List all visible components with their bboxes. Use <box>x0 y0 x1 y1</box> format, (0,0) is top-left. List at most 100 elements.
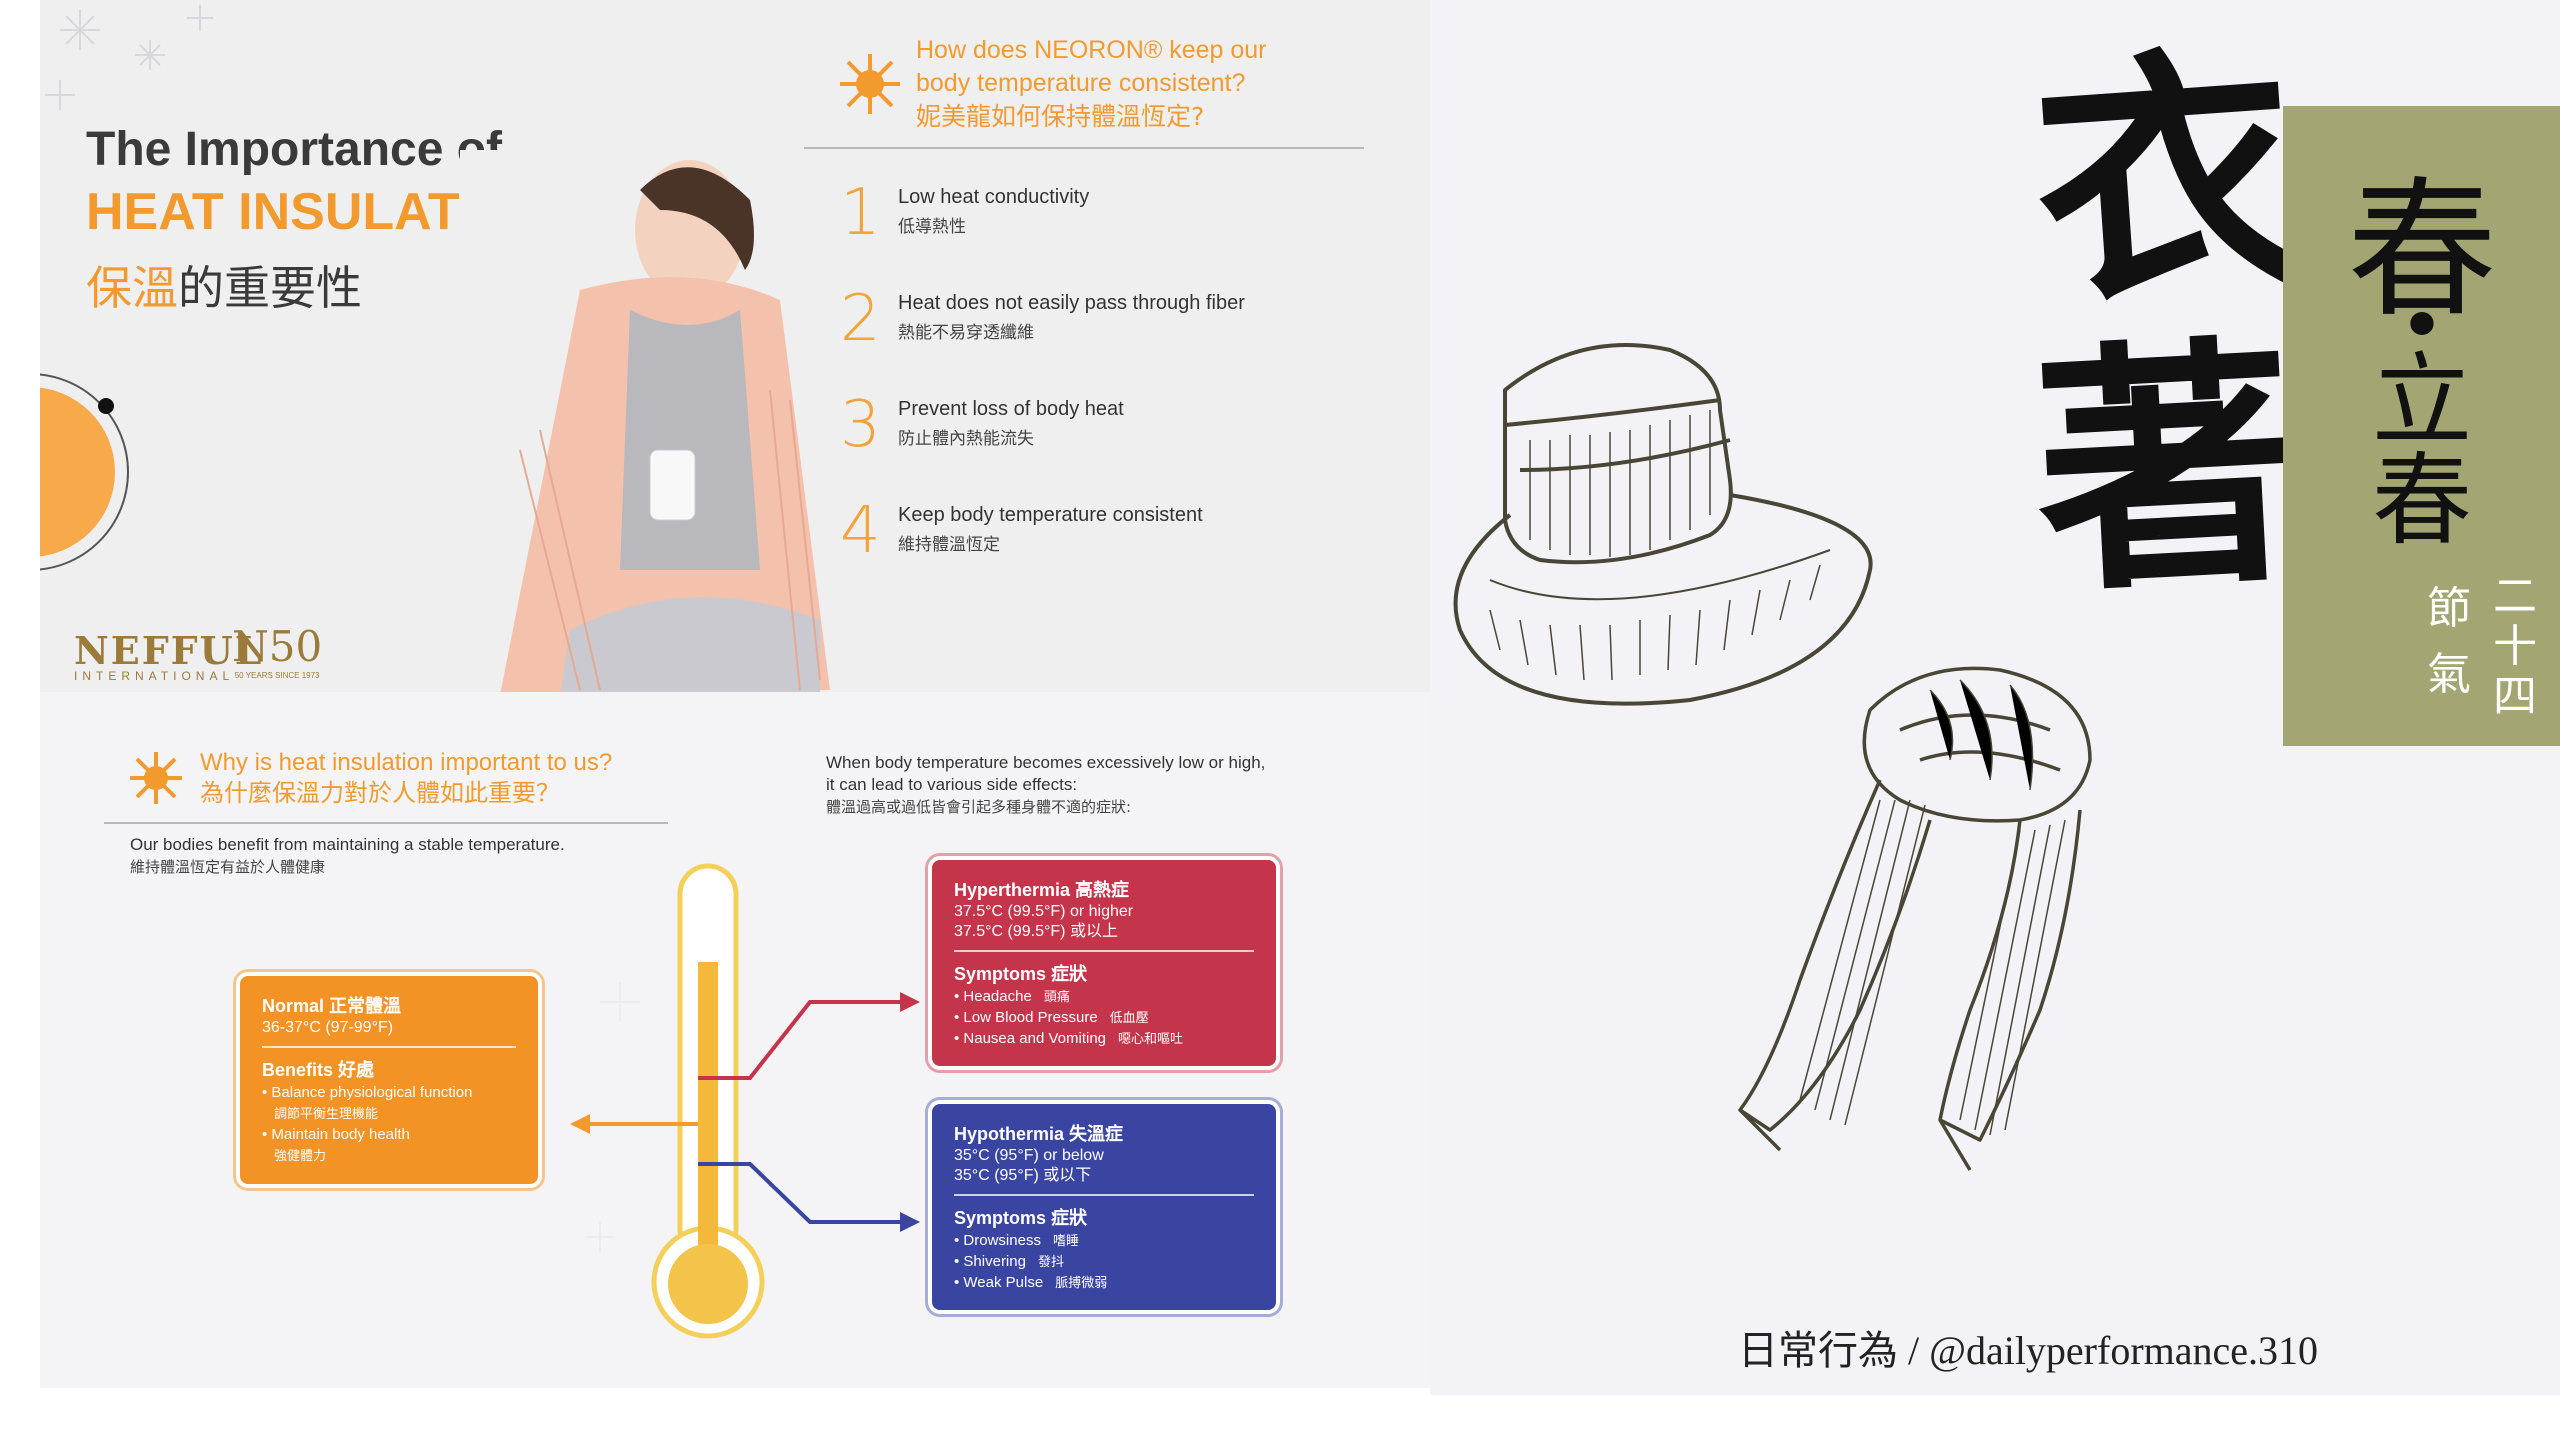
n50-logo: N50 50 YEARS SINCE 1973 <box>232 622 322 680</box>
symptom-zh: 頭痛 <box>1043 989 1070 1004</box>
solar-char: 氣 <box>2427 649 2471 700</box>
hyper-separator <box>954 950 1254 952</box>
normal-separator <box>262 1046 516 1048</box>
hypo-title: Hypothermia 失溫症 <box>954 1124 1124 1144</box>
symptom-zh: 嗜睡 <box>1052 1233 1079 1248</box>
solar-char: 二 <box>2493 571 2537 622</box>
hypo-separator <box>954 1194 1254 1196</box>
neoron-question-line-2: body temperature consistent? <box>916 69 1246 97</box>
symptom-zh: 噁心和嘔吐 <box>1118 1031 1184 1046</box>
symptom-item: • Shivering 發抖 <box>954 1251 1254 1272</box>
step-number: 2 <box>840 282 881 356</box>
side-effect-en-2: it can lead to various side effects: <box>826 775 1078 794</box>
symptom-zh: 低血壓 <box>1109 1010 1149 1025</box>
hypothermia-card: Hypothermia 失溫症 35°C (95°F) or below 35°… <box>928 1100 1280 1314</box>
benefit-item: • Balance physiological function 調節平衡生理機… <box>262 1082 516 1166</box>
benefit-text: Our bodies benefit from maintaining a st… <box>130 834 565 878</box>
neoron-question-zh: 妮美龍如何保持體溫恆定? <box>916 102 1205 131</box>
sun-icon <box>840 54 900 114</box>
brand-name: NEFFUL <box>74 628 264 673</box>
why-question-zh: 為什麼保溫力對於人體如此重要？ <box>200 779 560 807</box>
step-zh: 維持體溫恆定 <box>898 535 1000 555</box>
symptom-item: • Low Blood Pressure 低血壓 <box>954 1007 1254 1028</box>
hypo-symptoms-title: Symptoms 症狀 <box>954 1208 1088 1228</box>
step-number: 3 <box>840 388 881 462</box>
infographic-panel: The Importance of HEAT INSULATION 保溫的重要性… <box>40 0 1430 1388</box>
n50-sub: 50 YEARS SINCE 1973 <box>234 671 320 680</box>
normal-range: 36-37°C (97-99°F) <box>262 1019 394 1036</box>
benefit-en: Our bodies benefit from maintaining a st… <box>130 835 565 854</box>
snowflake-pattern-icon <box>45 5 213 110</box>
vertical-char-li: 立 <box>2372 342 2472 459</box>
hypo-range-en: 35°C (95°F) or below <box>954 1147 1104 1164</box>
symptom-item: • Nausea and Vomiting 噁心和嘔吐 <box>954 1028 1254 1049</box>
symptom-zh: 發抖 <box>1037 1254 1064 1269</box>
solar-char: 節 <box>2427 583 2471 634</box>
step-text: Prevent loss of body heat 防止體內熱能流失 <box>898 398 1398 449</box>
hypo-symptom-list: • Drowsiness 嗜睡 • Shivering 發抖 • Weak Puls… <box>954 1230 1254 1293</box>
sun-icon <box>130 752 182 804</box>
benefit-item-zh: 強健體力 <box>274 1148 327 1163</box>
solar-char: 十 <box>2493 621 2537 672</box>
big-char-zhu: 著 <box>2028 310 2304 629</box>
title-zh-highlight: 保溫 <box>86 261 178 315</box>
hyperthermia-card: Hyperthermia 高熱症 37.5°C (99.5°F) or high… <box>928 856 1280 1070</box>
step-en: Low heat conductivity <box>898 186 1090 208</box>
symptom-zh: 脈搏微弱 <box>1055 1275 1108 1290</box>
solar-char: 四 <box>2493 671 2537 722</box>
credit-text: 日常行為 / @dailyperformance.310 <box>1738 1328 2319 1373</box>
symptom-item: • Drowsiness 嗜睡 <box>954 1230 1254 1251</box>
step-text: Keep body temperature consistent 維持體溫恆定 <box>898 504 1398 555</box>
hyper-symptoms-title: Symptoms 症狀 <box>954 964 1088 984</box>
question-divider <box>804 147 1364 149</box>
vertical-char-chun-2: 春 <box>2372 442 2472 559</box>
side-effect-zh: 體溫過高或過低皆會引起多種身體不適的症狀: <box>826 798 1132 816</box>
symptom-en: • Low Blood Pressure <box>954 1009 1098 1026</box>
vertical-char-chun: 春 <box>2346 164 2498 338</box>
title-zh: 保溫的重要性 <box>86 252 362 318</box>
symptom-en: • Weak Pulse <box>954 1274 1044 1291</box>
step-en: Prevent loss of body heat <box>898 398 1124 420</box>
why-divider <box>104 822 668 824</box>
step-text: Low heat conductivity 低導熱性 <box>898 186 1398 237</box>
why-question-en: Why is heat insulation important to us? <box>200 749 613 776</box>
benefit-item-en: • Maintain body health <box>262 1126 410 1143</box>
scarf-sketch-icon <box>1738 666 2092 1171</box>
benefit-item-zh: 調節平衡生理機能 <box>274 1106 379 1121</box>
neoron-question: How does NEORON® keep our body temperatu… <box>916 34 1267 133</box>
step-zh: 防止體內熱能流失 <box>898 429 1034 449</box>
side-effect-en-1: When body temperature becomes excessivel… <box>826 753 1266 772</box>
step-text: Heat does not easily pass through fiber … <box>898 292 1398 343</box>
normal-card: Normal 正常體溫 36-37°C (97-99°F) Benefits 好… <box>236 972 542 1188</box>
neoron-question-line-1: How does NEORON® keep our <box>916 36 1267 64</box>
big-char-yi: 衣 <box>2025 18 2307 341</box>
step-zh: 熱能不易穿透纖維 <box>898 323 1034 343</box>
symptom-en: • Nausea and Vomiting <box>954 1030 1107 1047</box>
title-zh-rest: 的重要性 <box>178 261 362 315</box>
n50-mark: N50 <box>232 622 323 671</box>
hyper-range-zh: 37.5°C (99.5°F) 或以上 <box>954 923 1118 940</box>
symptom-item: • Weak Pulse 脈搏微弱 <box>954 1272 1254 1293</box>
side-effect-text: When body temperature becomes excessivel… <box>826 752 1265 818</box>
benefit-item-en: • Balance physiological function <box>262 1084 473 1101</box>
hypo-range-zh: 35°C (95°F) 或以下 <box>954 1167 1092 1184</box>
step-number: 1 <box>840 176 881 250</box>
insulation-importance-section: Why is heat insulation important to us? … <box>40 692 1430 1388</box>
step-number: 4 <box>840 494 881 568</box>
symptom-en: • Shivering <box>954 1253 1026 1270</box>
vertical-dot: • <box>2398 279 2446 372</box>
bucket-hat-sketch-icon <box>1453 343 1873 706</box>
step-en: Heat does not easily pass through fiber <box>898 292 1245 314</box>
why-question: Why is heat insulation important to us? … <box>200 748 612 808</box>
decorative-circle-icon <box>40 373 129 571</box>
benefit-zh: 維持體溫恆定有益於人體健康 <box>130 858 326 876</box>
hyper-range-en: 37.5°C (99.5°F) or higher <box>954 903 1134 920</box>
thermometer-icon <box>570 863 920 1339</box>
normal-title: Normal 正常體溫 <box>262 996 402 1016</box>
step-zh: 低導熱性 <box>898 217 966 237</box>
hyper-title: Hyperthermia 高熱症 <box>954 880 1130 900</box>
symptom-en: • Drowsiness <box>954 1232 1041 1249</box>
title-line-1: The Importance of <box>86 123 503 176</box>
